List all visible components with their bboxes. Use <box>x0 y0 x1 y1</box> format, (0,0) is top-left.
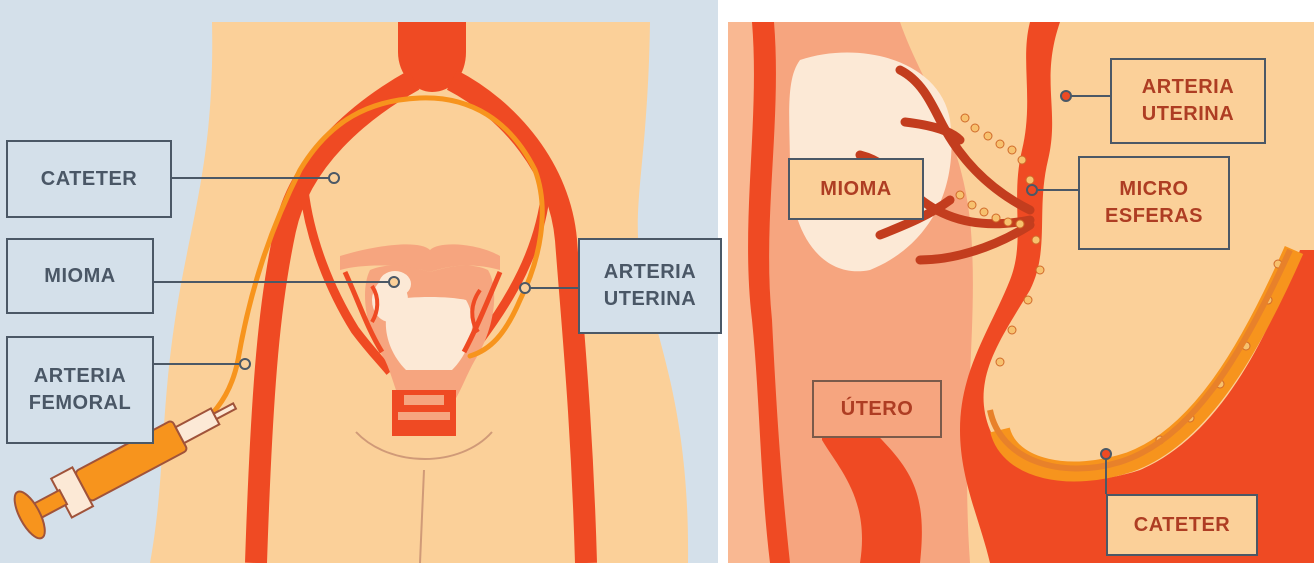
label-arteria-uterina-left-line2: UTERINA <box>604 286 696 313</box>
label-arteria-uterina-left-line1: ARTERIA <box>604 259 696 286</box>
label-arteria-femoral-line2: FEMORAL <box>29 390 131 417</box>
label-arteria-uterina-right-line1: ARTERIA <box>1142 74 1234 101</box>
label-utero: ÚTERO <box>812 380 942 438</box>
label-mioma-right-text: MIOMA <box>820 176 891 203</box>
label-arteria-femoral-line1: ARTERIA <box>34 363 126 390</box>
label-cateter-right: CATETER <box>1106 494 1258 556</box>
label-mioma-right: MIOMA <box>788 158 924 220</box>
label-arteria-uterina-right-line2: UTERINA <box>1142 101 1234 128</box>
label-cateter-right-text: CATETER <box>1134 512 1230 539</box>
label-arteria-uterina-right: ARTERIA UTERINA <box>1110 58 1266 144</box>
label-mioma-left: MIOMA <box>6 238 154 314</box>
label-micro-esferas-line2: ESFERAS <box>1105 203 1203 230</box>
label-arteria-femoral: ARTERIA FEMORAL <box>6 336 154 444</box>
label-mioma-left-text: MIOMA <box>44 263 115 290</box>
label-micro-esferas-line1: MICRO <box>1119 176 1188 203</box>
label-cateter-left-text: CATETER <box>41 166 137 193</box>
label-cateter-left: CATETER <box>6 140 172 218</box>
label-utero-text: ÚTERO <box>841 396 914 423</box>
label-micro-esferas: MICRO ESFERAS <box>1078 156 1230 250</box>
label-arteria-uterina-left: ARTERIA UTERINA <box>578 238 722 334</box>
